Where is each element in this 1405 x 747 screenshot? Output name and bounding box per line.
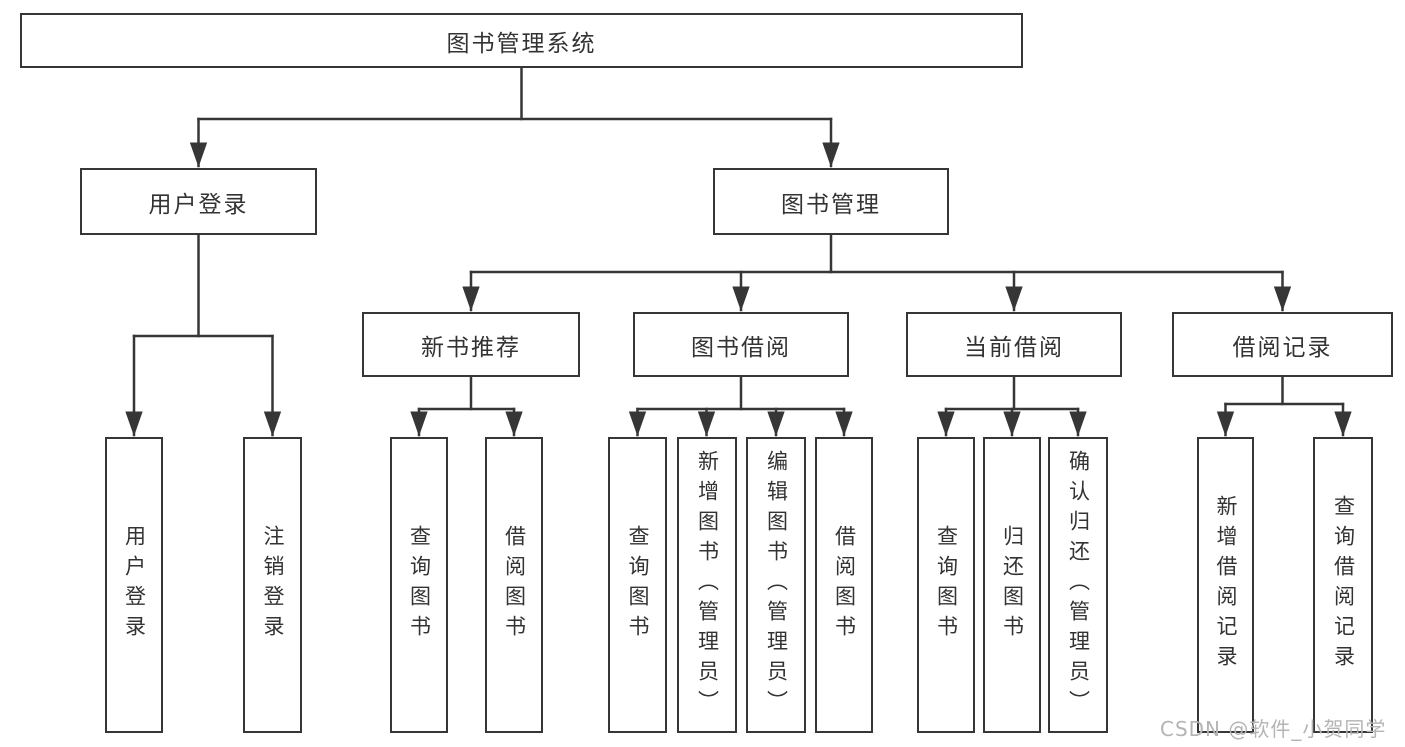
leaf-logout-login-label: 注销登录 <box>261 525 285 645</box>
node-borrow-records-label: 借阅记录 <box>1232 334 1333 361</box>
node-root: 图书管理系统 <box>20 13 1023 68</box>
leaf-borrow-add-books-admin-label: 新增图书（管理员） <box>695 450 720 720</box>
leaf-borrow-add-books-admin: 新增图书（管理员） <box>677 437 737 733</box>
node-user-login: 用户登录 <box>80 168 317 235</box>
leaf-current-query-books: 查询图书 <box>917 437 975 733</box>
leaf-logout-login: 注销登录 <box>243 437 302 733</box>
leaf-borrow-edit-books-admin: 编辑图书（管理员） <box>746 437 806 733</box>
leaf-user-login-label: 用户登录 <box>122 525 147 645</box>
node-book-management-label: 图书管理 <box>781 191 881 218</box>
node-current-borrow-label: 当前借阅 <box>964 334 1064 361</box>
leaf-borrow-edit-books-admin-label: 编辑图书（管理员） <box>764 450 789 720</box>
leaf-current-return-books-label: 归还图书 <box>1000 525 1025 645</box>
node-book-management: 图书管理 <box>713 168 949 235</box>
leaf-records-add-record-label: 新增借阅记录 <box>1214 495 1238 675</box>
node-book-borrow: 图书借阅 <box>633 312 849 377</box>
leaf-current-confirm-return-admin-label: 确认归还（管理员） <box>1066 450 1091 720</box>
leaf-borrow-borrow-books: 借阅图书 <box>815 437 873 733</box>
leaf-newbook-borrow-books-label: 借阅图书 <box>502 525 527 645</box>
leaf-borrow-borrow-books-label: 借阅图书 <box>832 525 857 645</box>
leaf-records-add-record: 新增借阅记录 <box>1197 437 1254 733</box>
leaf-newbook-query-books: 查询图书 <box>390 437 448 733</box>
leaf-records-query-record-label: 查询借阅记录 <box>1331 495 1356 675</box>
leaf-user-login: 用户登录 <box>105 437 163 733</box>
leaf-borrow-query-books: 查询图书 <box>608 437 667 733</box>
leaf-current-confirm-return-admin: 确认归还（管理员） <box>1048 437 1108 733</box>
leaf-borrow-query-books-label: 查询图书 <box>626 525 650 645</box>
leaf-newbook-borrow-books: 借阅图书 <box>485 437 543 733</box>
node-new-book-recommend: 新书推荐 <box>362 312 580 377</box>
node-current-borrow: 当前借阅 <box>906 312 1122 377</box>
node-borrow-records: 借阅记录 <box>1172 312 1393 377</box>
node-user-login-label: 用户登录 <box>148 191 249 218</box>
csdn-watermark: CSDN @软件_小贺同学 <box>1160 717 1387 741</box>
leaf-current-return-books: 归还图书 <box>983 437 1041 733</box>
leaf-newbook-query-books-label: 查询图书 <box>407 525 432 645</box>
node-root-label: 图书管理系统 <box>446 30 597 57</box>
leaf-records-query-record: 查询借阅记录 <box>1313 437 1373 733</box>
node-new-book-recommend-label: 新书推荐 <box>421 334 521 361</box>
node-book-borrow-label: 图书借阅 <box>691 334 791 361</box>
leaf-current-query-books-label: 查询图书 <box>934 525 959 645</box>
